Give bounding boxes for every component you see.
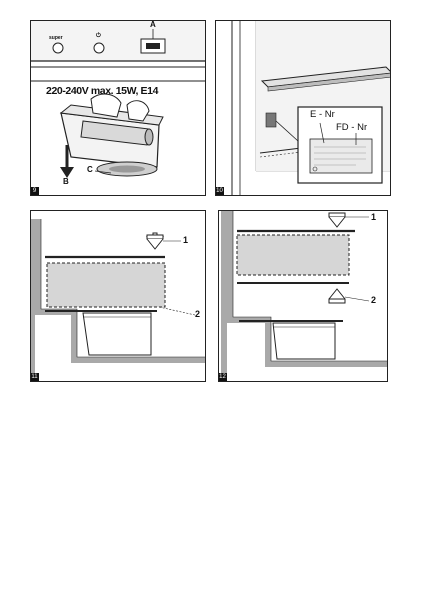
glass-tray [236, 234, 350, 276]
super-button [52, 42, 64, 54]
e-nr-label: E - Nr [310, 109, 335, 120]
callout-1-arrow-icon [328, 216, 346, 228]
vegetable-drawer [272, 322, 336, 360]
callout-c: C [87, 165, 93, 174]
figure-lamp-replacement: super ⏻ A 220-240V max. 15W, E14 B C 9 [30, 20, 206, 196]
glass-shelf [260, 66, 390, 88]
super-label: super [49, 35, 63, 41]
figure-rating-plate: E - Nr FD - Nr 10 [215, 20, 391, 196]
fd-nr-label: FD - Nr [336, 122, 368, 133]
plate-location-marker [265, 112, 277, 128]
figure-number: 11 [31, 373, 39, 381]
power-symbol: ⏻ [96, 33, 101, 39]
callout-2: 2 [371, 295, 377, 305]
power-button [93, 42, 105, 54]
figure-number: 12 [219, 373, 227, 381]
callout-b: B [63, 177, 69, 186]
callout-1: 1 [183, 235, 189, 245]
callout-2-arrow-icon [328, 288, 346, 300]
figure-number: 10 [216, 187, 224, 195]
callout-1: 1 [371, 212, 377, 222]
lamp-spec-text: 220-240V max. 15W, E14 [46, 85, 159, 97]
glass-tray [46, 262, 166, 308]
callout-2: 2 [195, 309, 201, 319]
figure-shelf-position-2: 1 2 12 [218, 210, 388, 382]
figure-shelf-position-1: 1 2 11 [30, 210, 206, 382]
bulb-icon [80, 120, 150, 146]
figure-number: 9 [31, 187, 39, 195]
vegetable-drawer [82, 312, 152, 356]
callout-a: A [150, 20, 156, 29]
arrow-c-icon [94, 170, 112, 174]
shelf-diagram-1 [31, 219, 205, 381]
shelf-diagram-2 [221, 211, 387, 381]
lamp-illustration [31, 21, 205, 178]
rating-plate-illustration [231, 21, 390, 195]
